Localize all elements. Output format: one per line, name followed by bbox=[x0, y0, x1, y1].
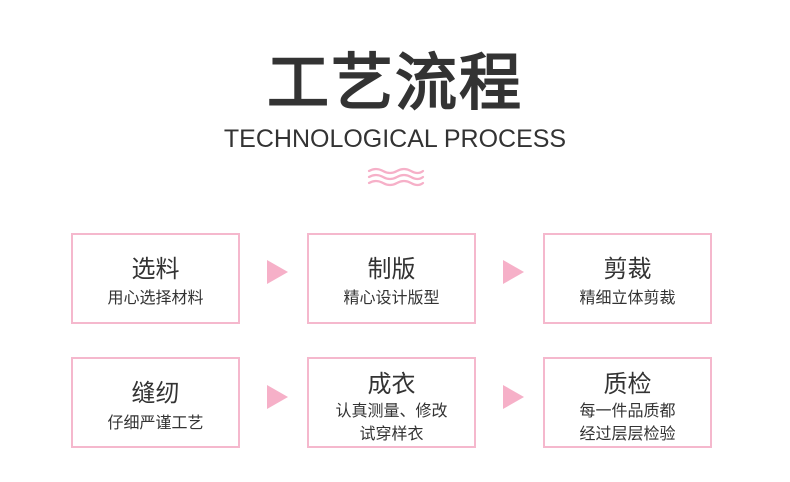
step-desc-line-1: 每一件品质都 bbox=[579, 401, 676, 420]
page-title: 工艺流程 bbox=[266, 46, 523, 119]
step-title: 成衣 bbox=[367, 370, 416, 398]
step-card-select-material: 选料 用心选择材料 bbox=[71, 233, 240, 324]
step-desc: 用心选择材料 bbox=[107, 288, 204, 307]
step-title: 制版 bbox=[367, 255, 416, 283]
step-desc: 精心设计版型 bbox=[343, 288, 440, 307]
step-desc-line-1: 认真测量、修改 bbox=[335, 401, 448, 420]
step-desc: 精细立体剪裁 bbox=[579, 288, 676, 307]
page-subtitle: TECHNOLOGICAL PROCESS bbox=[223, 125, 567, 153]
step-title: 选料 bbox=[131, 255, 180, 283]
step-card-sewing: 缝纫 仔细严谨工艺 bbox=[71, 357, 240, 448]
step-title: 缝纫 bbox=[131, 379, 180, 407]
arrow-right-icon bbox=[267, 385, 288, 409]
step-desc-line-2: 试穿样衣 bbox=[359, 424, 424, 443]
step-desc: 仔细严谨工艺 bbox=[107, 413, 204, 432]
arrow-right-icon bbox=[267, 260, 288, 284]
step-card-quality-check: 质检 每一件品质都 经过层层检验 bbox=[543, 357, 712, 448]
step-card-pattern-making: 制版 精心设计版型 bbox=[307, 233, 476, 324]
arrow-right-icon bbox=[503, 385, 524, 409]
step-title: 剪裁 bbox=[603, 255, 652, 283]
step-desc-line-2: 经过层层检验 bbox=[579, 424, 676, 443]
wave-divider-icon bbox=[367, 167, 425, 187]
arrow-right-icon bbox=[503, 260, 524, 284]
step-card-garment: 成衣 认真测量、修改 试穿样衣 bbox=[307, 357, 476, 448]
step-card-cutting: 剪裁 精细立体剪裁 bbox=[543, 233, 712, 324]
step-title: 质检 bbox=[603, 370, 652, 398]
